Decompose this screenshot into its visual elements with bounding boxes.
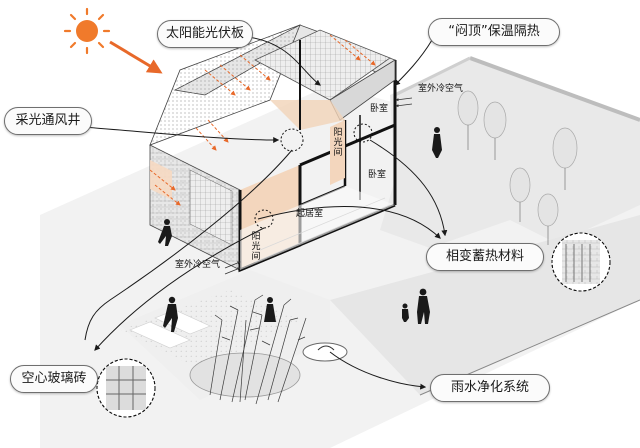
attic-cavity [270, 100, 345, 130]
label-bedroom-upper: 卧室 [370, 104, 389, 114]
people [158, 127, 442, 332]
roof-slope-left [149, 24, 301, 146]
label-sunroom-lower: 阳光间 [251, 232, 261, 262]
air-flow-arrows [224, 97, 413, 275]
label-light-well: 采光通风井 [4, 107, 92, 135]
bamboo-garden [209, 294, 307, 405]
glass-brick-magnifier [96, 358, 156, 418]
glass-brick-marker [254, 209, 274, 229]
upper-floor-slab [299, 123, 396, 167]
solar-radiation-arrows [149, 34, 376, 206]
callout-lines [69, 35, 448, 390]
label-outdoor-air-top: 室外冷空气 [418, 84, 464, 94]
light-well-marker [280, 128, 304, 152]
sun-ray-arrow [109, 40, 163, 74]
label-outdoor-air-bottom: 室外冷空气 [175, 260, 221, 270]
label-sunroom-upper: 阳光间 [333, 128, 343, 158]
label-living-room: 起居室 [296, 209, 324, 219]
gravel-lawn [120, 290, 300, 370]
site-wall-right [469, 56, 640, 122]
trees [457, 90, 578, 245]
pond [189, 352, 301, 398]
label-rainwater: 雨水净化系统 [430, 374, 550, 402]
sun-icon [63, 7, 111, 55]
label-bedroom-lower: 卧室 [368, 170, 387, 180]
rain-tank-pipe [317, 345, 335, 351]
courtyard-wall [394, 56, 471, 97]
right-courtyard [380, 58, 640, 248]
sunroom-upper-fill [330, 120, 345, 185]
label-roof-insulation: “闷顶”保温隔热 [428, 18, 560, 46]
label-phase-change: 相变蓄热材料 [426, 243, 544, 271]
label-solar-pv: 太阳能光伏板 [157, 20, 253, 48]
sunroom-marker-upper [353, 123, 373, 143]
label-hollow-glass-brick: 空心玻璃砖 [10, 365, 98, 393]
phase-change-magnifier [551, 232, 611, 292]
warm-face-left [150, 160, 172, 200]
solar-panels [254, 29, 391, 101]
